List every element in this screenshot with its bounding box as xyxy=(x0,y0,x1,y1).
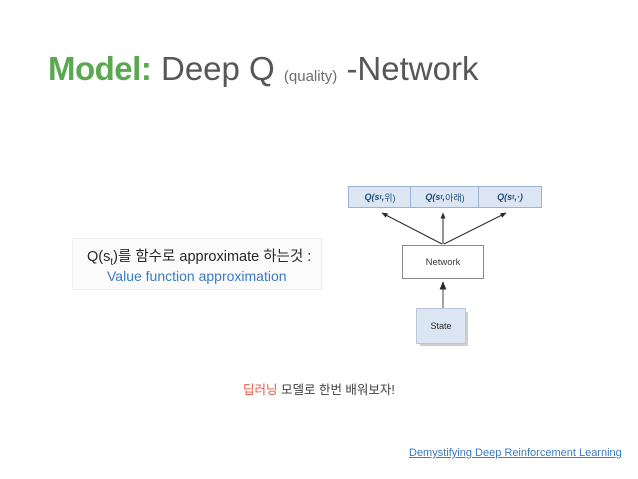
q-dot-prefix: Q(s xyxy=(497,192,513,202)
arrow-network-to-q-dot xyxy=(443,212,507,245)
arrow-network-to-q-up xyxy=(381,212,443,245)
q-up-prefix: Q(s xyxy=(364,192,380,202)
callout-q-suffix: )를 함수로 approximate 하는것 : xyxy=(113,249,312,265)
bottom-note-rest: 모델로 한번 배워보자! xyxy=(277,383,395,397)
title-main-text: Deep Q xyxy=(161,50,275,87)
callout-q-subscript: t xyxy=(110,256,114,268)
q-down-korean-label: 아래) xyxy=(445,192,465,203)
network-box: Network xyxy=(402,245,484,279)
title-quality-annotation: (quality) xyxy=(283,68,338,85)
network-box-label: Network xyxy=(425,256,461,268)
state-box: State xyxy=(416,308,466,344)
title-colon: : xyxy=(140,50,152,87)
q-down-subscript: t xyxy=(440,193,443,201)
state-box-label: State xyxy=(430,321,452,331)
diagram-arrows-layer xyxy=(381,212,507,308)
title-suffix-text: -Network xyxy=(346,50,479,87)
title-model-word: Model xyxy=(48,50,141,87)
q-down-suffix: , xyxy=(442,192,446,202)
q-down-prefix: Q(s xyxy=(425,192,441,202)
q-dot-suffix: ,·) xyxy=(514,192,523,202)
callout-line-2: Value function approximation xyxy=(107,268,287,284)
q-up-suffix: , xyxy=(381,192,385,202)
bottom-note-highlight: 딥러닝 xyxy=(243,383,278,397)
q-dot-subscript: t xyxy=(512,193,515,201)
value-function-callout-box: Q(st)를 함수로 approximate 하는것 : Value funct… xyxy=(72,238,322,290)
page-title: Model: Deep Q (quality) -Network xyxy=(48,49,478,96)
source-reference-link[interactable]: Demystifying Deep Reinforcement Learning xyxy=(409,447,622,459)
callout-q-prefix: Q(s xyxy=(87,249,111,265)
callout-line-1: Q(st)를 함수로 approximate 하는것 : xyxy=(87,245,311,268)
q-up-korean-label: 위) xyxy=(384,192,396,203)
bottom-note: 딥러닝 모델로 한번 배워보자! xyxy=(243,379,395,398)
q-up-subscript: t xyxy=(379,193,382,201)
